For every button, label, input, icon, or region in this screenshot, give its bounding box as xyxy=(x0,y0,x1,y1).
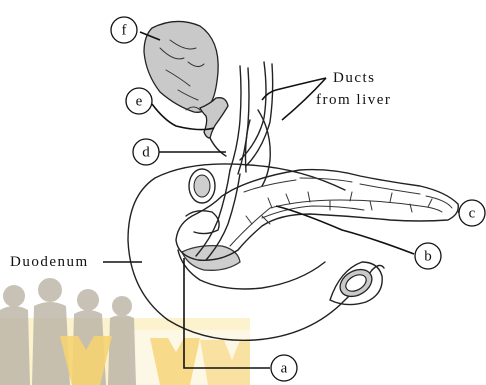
label-e-text: e xyxy=(136,93,143,109)
watermark-logo xyxy=(0,278,250,385)
label-c-text: c xyxy=(469,205,476,221)
label-e: e xyxy=(126,88,152,114)
label-a-text: a xyxy=(281,360,288,376)
label-f: f xyxy=(111,17,137,43)
label-d-text: d xyxy=(142,144,150,160)
label-b: b xyxy=(415,243,441,269)
duodenum-label: Duodenum xyxy=(10,254,89,270)
label-d: d xyxy=(133,139,159,165)
label-f-text: f xyxy=(122,22,127,38)
ducts-label-line1: Ducts xyxy=(333,70,376,86)
duodenum xyxy=(128,164,384,340)
vessel-cross-section xyxy=(186,169,219,234)
stomach-fragment xyxy=(246,110,271,186)
label-b-text: b xyxy=(424,248,432,264)
label-c: c xyxy=(459,200,485,226)
ducts-label-line2: from liver xyxy=(316,92,391,108)
label-a: a xyxy=(271,355,297,381)
